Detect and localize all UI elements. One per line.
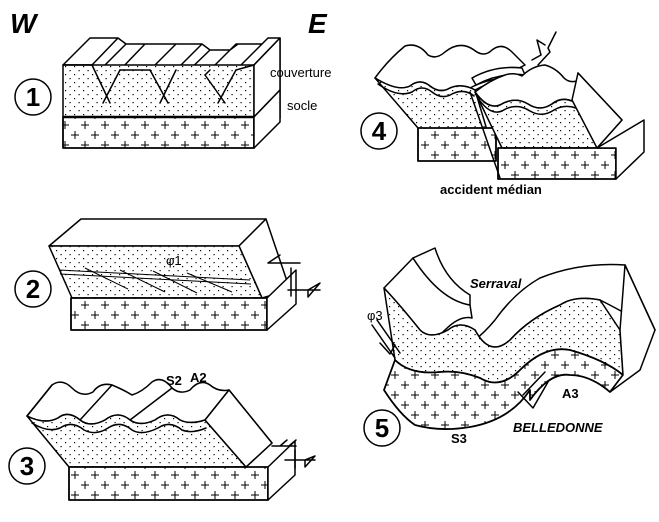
a3-fold-mark (517, 371, 549, 409)
shear-arrow-top (267, 254, 301, 264)
left-fold-inner-layer (377, 83, 475, 98)
left-basement-layer (417, 127, 497, 162)
cover-top (48, 218, 267, 247)
stage-2-badge: 2 (14, 270, 52, 308)
right-side-face (609, 264, 656, 393)
badge-circle (14, 78, 52, 116)
graben-faults (91, 64, 237, 104)
shear-arrow-bottom (284, 455, 316, 468)
right-basement-layer (497, 147, 617, 180)
phi1-label: φ1 (166, 253, 182, 268)
stage-1-number: 1 (26, 82, 40, 112)
cover-label: couverture (270, 65, 331, 80)
belledonne-label: BELLEDONNE (513, 420, 603, 435)
cover-side (204, 389, 273, 468)
stage-3-badge: 3 (8, 447, 46, 485)
basement-layer (62, 116, 255, 149)
right-basement-side (596, 119, 645, 180)
stage-2-block: 2 φ1 (14, 218, 321, 331)
median-fault-line (469, 91, 501, 179)
stage-1-badge: 1 (14, 78, 52, 116)
badge-circle (14, 270, 52, 308)
shear-band (58, 269, 252, 285)
serraval-label: Serraval (470, 276, 522, 291)
fold-hinges (26, 384, 230, 421)
badge-circle (363, 409, 401, 447)
badge-circle (360, 112, 398, 150)
basement-label: socle (287, 98, 317, 113)
shear-arrow-top (271, 439, 297, 447)
basement-side (266, 269, 297, 331)
stage-3-block: 3 S2 A2 (8, 370, 316, 501)
s2-label: S2 (166, 373, 182, 388)
fold-inner-layer (31, 422, 207, 434)
a2-label: A2 (190, 370, 207, 385)
stage-4-block: 4 accident médian (360, 31, 645, 197)
a3-label: A3 (562, 386, 579, 401)
stage-5-number: 5 (375, 413, 389, 443)
phi3-arrow (371, 319, 401, 359)
median-fault-label: accident médian (440, 182, 542, 197)
stage-2-number: 2 (26, 274, 40, 304)
basement-layer (68, 466, 269, 501)
s3-label: S3 (451, 431, 467, 446)
west-label: W (10, 8, 39, 39)
stage-5-block: 5 φ3 Serraval A3 S3 BELLEDONNE (363, 247, 656, 447)
left-top-face (412, 247, 471, 306)
top-edges (62, 64, 255, 76)
phi3-label: φ3 (367, 308, 383, 323)
stage-5-badge: 5 (363, 409, 401, 447)
fault-symbol-icon (531, 31, 557, 66)
stage-4-number: 4 (372, 116, 387, 146)
stage-4-badge: 4 (360, 112, 398, 150)
shear-lines (84, 267, 233, 294)
stage-1-block: 1 couverture socle (14, 37, 331, 149)
east-label: E (308, 8, 328, 39)
shear-arrow-bottom (287, 282, 321, 298)
basement-layer (70, 297, 268, 331)
right-fold-inner-layer (477, 97, 577, 115)
badge-circle (8, 447, 46, 485)
basement-side (253, 89, 281, 149)
stage-3-number: 3 (20, 451, 34, 481)
basement-side (267, 440, 296, 501)
